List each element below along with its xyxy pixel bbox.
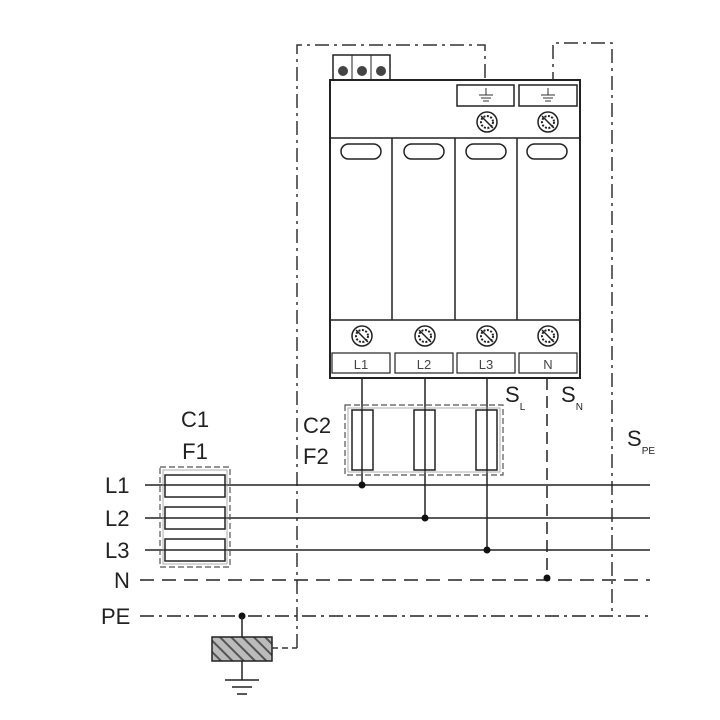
c1-label: C1: [181, 407, 209, 432]
surge-protector-module: L1 L2 L3 N: [329, 79, 581, 379]
terminal-label-n: N: [543, 357, 552, 372]
line-label-l2: L2: [105, 506, 129, 531]
terminal-label-l1: L1: [354, 357, 368, 372]
sl-label: SL: [505, 382, 526, 413]
spe-label: SPE: [627, 426, 655, 457]
line-label-l3: L3: [105, 538, 129, 563]
ground-icon: [479, 88, 493, 102]
ground-icon: [541, 88, 555, 102]
supply-lines: [140, 484, 650, 617]
junction-dots: [238, 481, 551, 620]
top-terminal-block: [332, 54, 391, 81]
line-label-l1: L1: [105, 473, 129, 498]
c1-fuse-group: [159, 466, 231, 568]
module-wires: [361, 378, 548, 580]
terminal-label-l2: L2: [417, 357, 431, 372]
line-label-pe: PE: [101, 604, 130, 629]
ground-icon: [225, 679, 259, 695]
c2-fuse-group: [344, 404, 504, 476]
f2-label: F2: [303, 444, 329, 469]
indicator-windows: [340, 143, 568, 160]
f1-label: F1: [182, 439, 208, 464]
c2-label: C2: [303, 413, 331, 438]
line-label-n: N: [114, 568, 130, 593]
terminal-label-l3: L3: [479, 357, 493, 372]
sn-label: SN: [561, 382, 583, 413]
earth-electrode: [211, 616, 297, 695]
